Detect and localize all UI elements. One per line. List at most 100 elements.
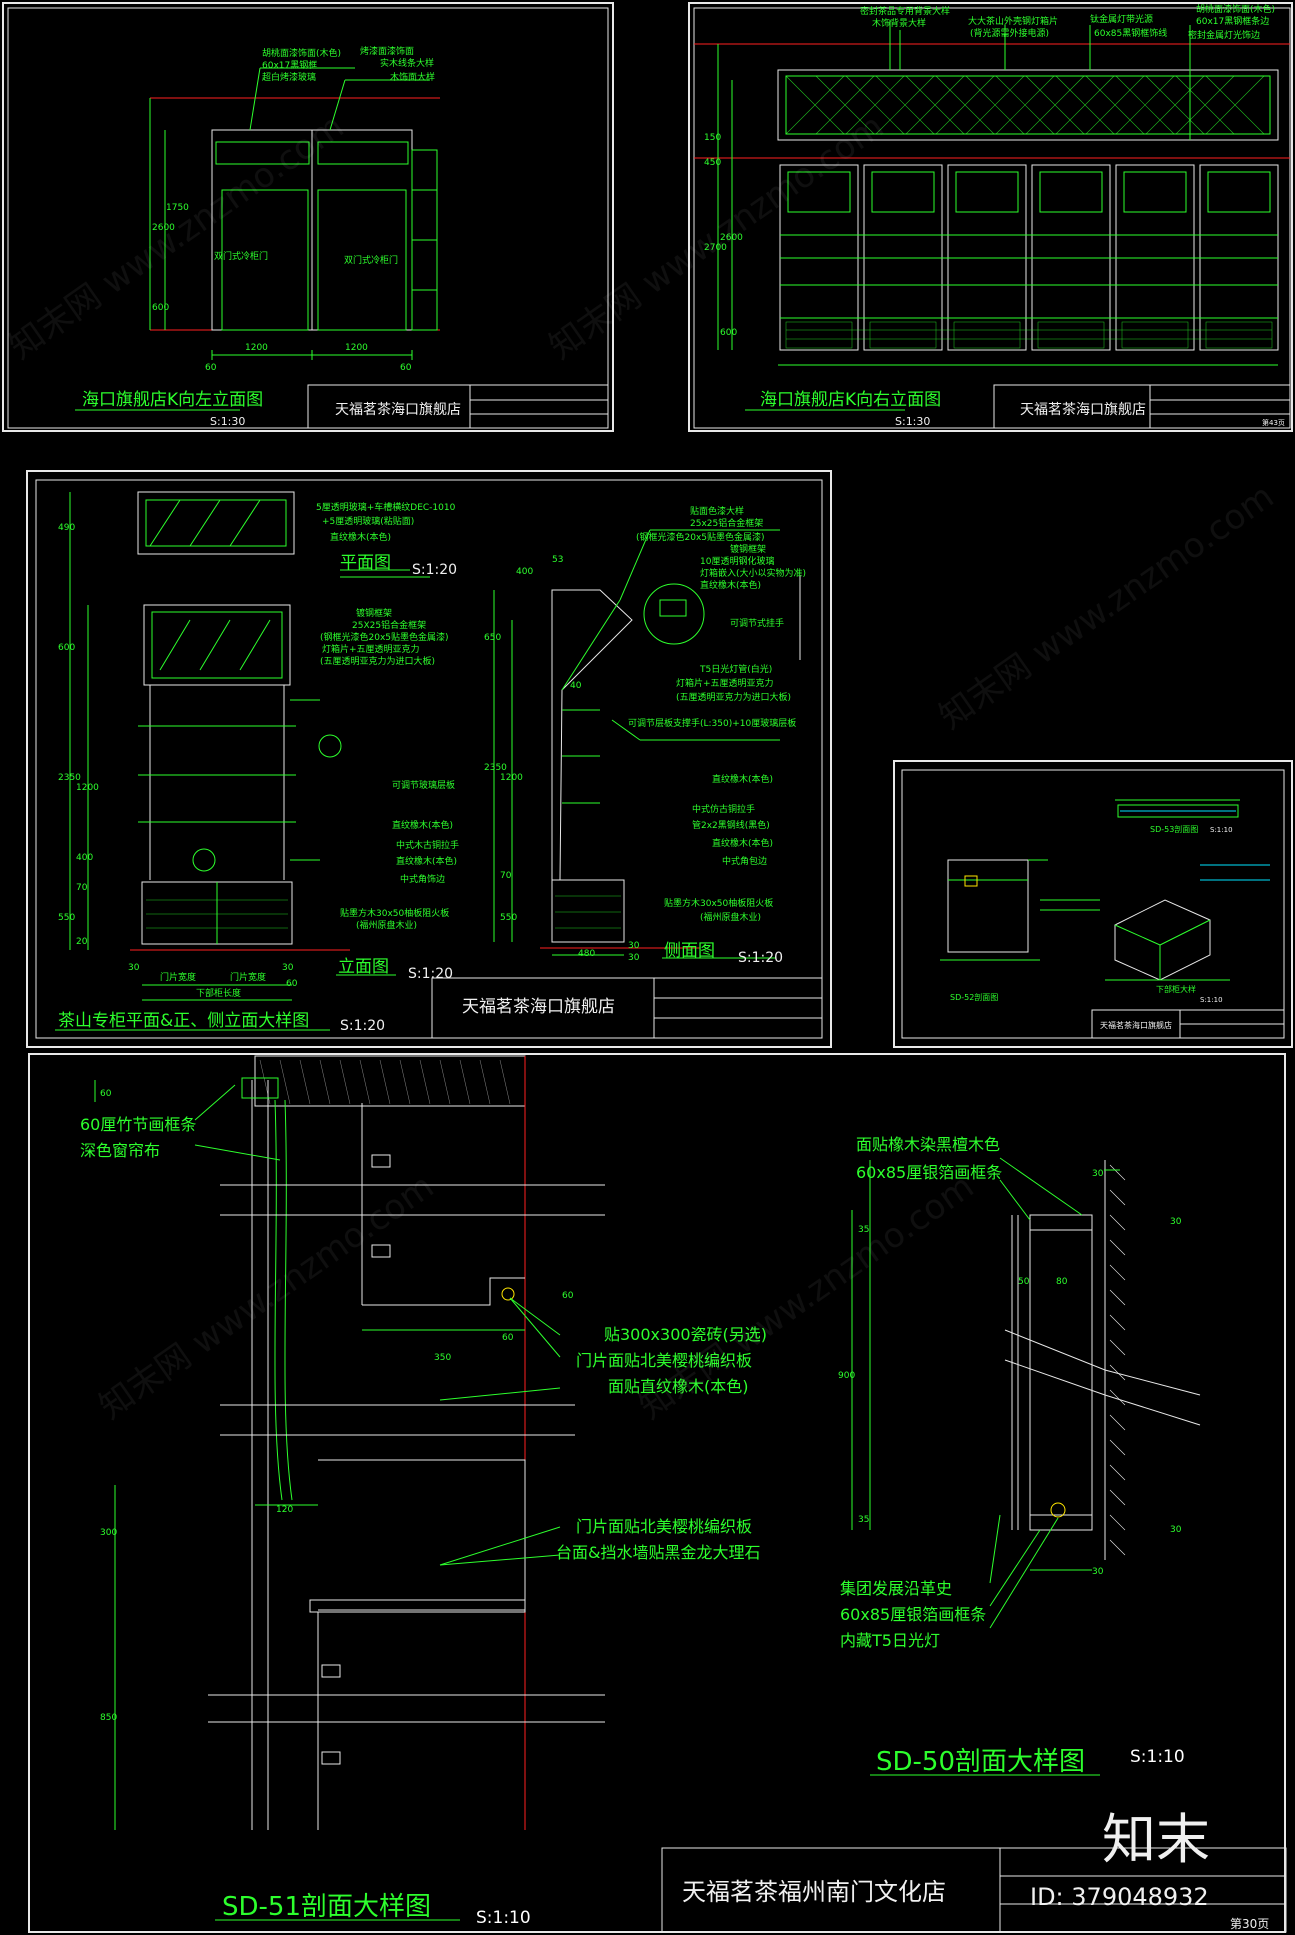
drawing-sheet-left-elevation (2, 2, 614, 432)
sheet1-door-right: 双门式冷柜门 (344, 254, 398, 266)
sheet3-plan-note-2: 直纹橡木(本色) (330, 531, 391, 543)
sheet1-note-0: 胡桃面漆饰面(木色) (262, 47, 341, 59)
sheet4-group (901, 769, 1285, 1039)
sheet1-dim-2: 60 (205, 363, 217, 373)
sheet3-dim-17: 40 (570, 681, 582, 691)
sheet5-left-dim-5: 300 (100, 1528, 117, 1538)
sheet3-front-note-10: 贴墨方木30x50柚板阻火板 (340, 907, 449, 919)
watermark-text-3: 知末网 www.znzmo.com (932, 476, 1281, 737)
sheet5-right-dim-3: 50 (1018, 1277, 1030, 1287)
sheet3-dim-12: 650 (484, 633, 501, 643)
sheet4-titleblock: 天福茗茶海口旗舰店 (1100, 1020, 1172, 1030)
sheet5-left-note-4: 面贴直纹橡木(本色) (608, 1377, 749, 1396)
sheet3-dim-9: 30 (282, 963, 294, 973)
sheet2-dim-1: 450 (704, 158, 721, 168)
watermark-text-2: 知末网 www.znzmo.com (542, 106, 891, 367)
sheet3-title: 茶山专柜平面&正、侧立面大样图 (58, 1011, 309, 1031)
sheet4-iso-title: 下部柜大样 (1156, 984, 1196, 994)
sheet5-left-dim-6: 850 (100, 1713, 117, 1723)
sheet5-left-dim-3: 350 (434, 1353, 451, 1363)
sheet3-front-note-0: 镀钢框架 (356, 607, 392, 619)
sheet3-dim-18: 480 (578, 949, 595, 959)
sheet3-dim-13: 2350 (484, 763, 507, 773)
sheet3-front-note-8: 直纹橡木(本色) (396, 855, 457, 867)
sheet5-left-dim-0: 60 (100, 1089, 112, 1099)
sheet3-side-note-11: 可调节层板支撑手(L:350)+10厘玻璃层板 (628, 717, 796, 729)
sheet1-note-2: 超白烤漆玻璃 (262, 71, 316, 83)
sheet3-titleblock: 天福茗茶海口旗舰店 (462, 997, 615, 1017)
sheet3-bottom-dim-2: 下部柜长度 (196, 987, 241, 999)
sheet3-side-scale: S:1:20 (738, 950, 783, 966)
sheet3-front-note-11: (福州原盘木业) (356, 919, 417, 931)
sheet3-side-note-7: 可调节式挂手 (730, 617, 784, 629)
sheet3-side-note-3: 镀钢框架 (730, 543, 766, 555)
sheet3-side-note-6: 直纹橡木(本色) (700, 579, 761, 591)
sheet5-left-dim-2: 60 (502, 1333, 514, 1343)
drawing-sheet-lower-cabinet (893, 760, 1293, 1048)
sheet5-right-note-1: 60x85厘银箔画框条 (856, 1163, 1002, 1182)
sheet1-dim-4: 2600 (152, 223, 175, 233)
sheet2-note-7: 60x17黑钢框条边 (1196, 15, 1269, 27)
sheet2-group (693, 7, 1291, 429)
sheet2-dim-0: 150 (704, 133, 721, 143)
sheet1-dim-6: 600 (152, 303, 169, 313)
sheet5-right-scale: S:1:10 (1130, 1747, 1185, 1767)
sheet3-group (35, 479, 823, 1039)
sheet3-dim-15: 70 (500, 871, 512, 881)
sheet1-scale: S:1:30 (210, 415, 245, 428)
sheet3-dim-1: 600 (58, 643, 75, 653)
sheet3-dim-5: 70 (76, 883, 88, 893)
sheet3-dim-2: 2350 (58, 773, 81, 783)
drawing-sheet-tea-cabinet (26, 470, 832, 1048)
sheet1-note-5: 木饰面大样 (390, 71, 435, 83)
sheet2-dim-3: 2600 (720, 233, 743, 243)
sheet3-front-note-2: (钢框光漆色20x5贴墨色金属漆) (320, 631, 449, 643)
sheet5-left-scale: S:1:10 (476, 1908, 531, 1928)
sheet3-side-note-10: (五厘透明亚克力为进口大板) (676, 691, 791, 703)
sheet3-front-note-5: 可调节玻璃层板 (392, 779, 455, 791)
sheet3-dim-10: 60 (286, 979, 298, 989)
drawing-sheet-sections (28, 1053, 1286, 1933)
sheet3-front-note-4: (五厘透明亚克力为进口大板) (320, 655, 435, 667)
sheet5-left-note-5: 门片面贴北美樱桃编织板 (576, 1517, 752, 1536)
watermark-logo: 知末 (1102, 1808, 1210, 1871)
watermark-text-1: 知末网 www.znzmo.com (2, 106, 351, 367)
sheet1-dim-1: 1200 (345, 343, 368, 353)
sheet2-note-3: (背光源需外接电源) (970, 27, 1049, 39)
sheet1-title: 海口旗舰店K向左立面图 (82, 390, 263, 410)
sheet2-page: 第43页 (1262, 418, 1285, 427)
sheet2-note-1: 木饰背景大样 (872, 17, 926, 29)
sheet5-right-note-3: 60x85厘银箔画框条 (840, 1605, 986, 1624)
sheet3-side-note-0: 贴面色漆大样 (690, 505, 744, 517)
sheet3-plan-scale: S:1:20 (412, 562, 457, 578)
sheet3-side-note-1: 25x25铝合金框架 (690, 517, 763, 529)
sheet5-right-dim-1: 30 (1170, 1217, 1182, 1227)
sheet5-left-dim-4: 120 (276, 1505, 293, 1515)
sheet3-side-note-5: 灯箱嵌入(大小以实物为准) (700, 567, 806, 579)
sheet1-note-4: 实木线条大样 (380, 57, 434, 69)
sheet3-side-note-9: 灯箱片+五厘透明亚克力 (676, 677, 774, 689)
sheet1-dim-5: 1750 (166, 203, 189, 213)
sheet5-left-note-1: 深色窗帘布 (80, 1141, 160, 1160)
sheet5-left-title: SD-51剖面大样图 (222, 1892, 431, 1922)
sheet2-note-4: 钛金属灯带光源 (1090, 13, 1153, 25)
sheet3-dim-7: 20 (76, 937, 88, 947)
sheet2-note-8: 密封金属灯光饰边 (1188, 29, 1260, 41)
sheet2-note-5: 60x85黑钢框饰线 (1094, 27, 1167, 39)
sheet5-left-dim-1: 60 (562, 1291, 574, 1301)
sheet1-dim-3: 60 (400, 363, 412, 373)
sheet3-front-note-6: 直纹橡木(本色) (392, 819, 453, 831)
watermark-text-5: 知末网 www.znzmo.com (632, 1166, 981, 1427)
sheet5-right-dim-7: 30 (1170, 1525, 1182, 1535)
sheet5-right-dim-2: 35 (858, 1225, 869, 1235)
sheet3-front-note-9: 中式角饰边 (400, 873, 445, 885)
drawing-sheet-right-elevation (688, 2, 1293, 432)
sheet3-front-title: 立面图 (338, 957, 389, 977)
sheet3-front-note-7: 中式木古铜拉手 (396, 839, 459, 851)
sheet3-side-note-16: 中式角包边 (722, 855, 767, 867)
sheet1-dim-0: 1200 (245, 343, 268, 353)
sheet4-iso-scale: S:1:10 (1200, 996, 1223, 1004)
sheet3-side-note-8: T5日光灯管(白光) (699, 663, 772, 675)
sheet5-left-note-0: 60厘竹节画框条 (80, 1115, 196, 1134)
